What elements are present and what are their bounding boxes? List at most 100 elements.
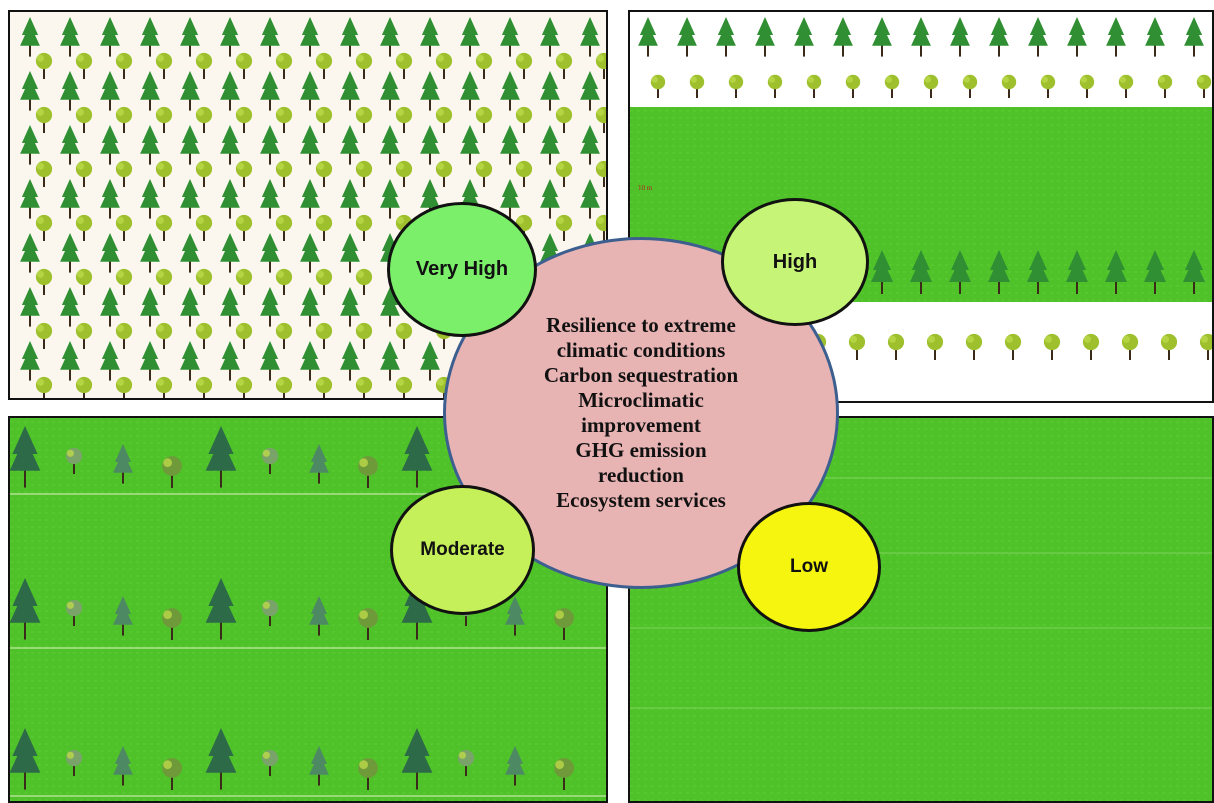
conifer-tree-icon (872, 17, 892, 57)
conifer-tree-icon (260, 341, 280, 381)
conifer-tree-icon (500, 179, 520, 219)
broadleaf-tree-icon (75, 160, 93, 187)
broadleaf-tree-icon (155, 376, 173, 398)
broadleaf-tree-icon (355, 214, 373, 241)
conifer-tree-icon (300, 341, 320, 381)
conifer-tree-icon (540, 179, 560, 219)
broadleaf-tree-icon (395, 160, 413, 187)
conifer-tree-icon (505, 596, 525, 636)
conifer-tree-icon (950, 17, 970, 57)
conifer-tree-icon (113, 746, 133, 786)
broadleaf-tree-icon (355, 376, 373, 398)
broadleaf-tree-icon (358, 608, 378, 640)
broadleaf-tree-icon (1001, 74, 1017, 98)
broadleaf-tree-icon (115, 52, 133, 79)
moderate-label: Moderate (420, 539, 505, 560)
broadleaf-tree-icon (315, 268, 333, 295)
broadleaf-tree-icon (195, 52, 213, 79)
broadleaf-tree-icon (275, 106, 293, 133)
conifer-tree-icon (220, 17, 240, 57)
conifer-tree-icon (401, 426, 433, 488)
broadleaf-tree-icon (235, 160, 253, 187)
conifer-tree-icon (1028, 17, 1048, 57)
conifer-tree-icon (260, 71, 280, 111)
conifer-tree-icon (60, 71, 80, 111)
tree-rows-with-crop-illustration: 10 m (630, 12, 1212, 401)
broadleaf-tree-icon (315, 376, 333, 398)
broadleaf-tree-icon (275, 376, 293, 398)
conifer-tree-icon (380, 287, 400, 327)
benefit-line: Ecosystem services (556, 488, 726, 512)
conifer-tree-icon (638, 17, 658, 57)
conifer-tree-icon (100, 71, 120, 111)
conifer-tree-icon (794, 17, 814, 57)
conifer-tree-icon (180, 125, 200, 165)
broadleaf-tree-icon (195, 376, 213, 398)
conifer-tree-icon (100, 233, 120, 273)
broadleaf-tree-icon (1040, 74, 1056, 98)
broadleaf-tree-icon (162, 758, 182, 790)
conifer-tree-icon (140, 125, 160, 165)
broadleaf-tree-icon (515, 52, 533, 79)
broadleaf-tree-icon (155, 106, 173, 133)
conifer-tree-icon (220, 179, 240, 219)
broadleaf-tree-icon (358, 758, 378, 790)
broadleaf-tree-icon (358, 456, 378, 488)
conifer-tree-icon (100, 179, 120, 219)
broadleaf-tree-icon (115, 268, 133, 295)
broadleaf-tree-icon (435, 160, 453, 187)
conifer-tree-icon (205, 578, 237, 640)
conifer-tree-icon (300, 233, 320, 273)
benefit-line: Resilience to extreme (546, 313, 736, 337)
conifer-tree-icon (140, 287, 160, 327)
broadleaf-tree-icon (35, 376, 53, 398)
conifer-tree-icon (340, 17, 360, 57)
very-high-badge: Very High (387, 202, 537, 337)
broadleaf-tree-icon (235, 376, 253, 398)
broadleaf-tree-icon (195, 268, 213, 295)
broadleaf-tree-icon (926, 333, 944, 360)
conifer-tree-icon (340, 341, 360, 381)
broadleaf-tree-icon (1079, 74, 1095, 98)
broadleaf-tree-icon (275, 322, 293, 349)
conifer-tree-icon (580, 179, 600, 219)
conifer-tree-icon (220, 125, 240, 165)
conifer-tree-icon (380, 71, 400, 111)
conifer-tree-icon (910, 250, 932, 294)
conifer-tree-icon (580, 125, 600, 165)
broadleaf-tree-icon (1121, 333, 1139, 360)
broadleaf-tree-icon (1199, 333, 1212, 360)
conifer-tree-icon (1067, 17, 1087, 57)
conifer-tree-icon (505, 746, 525, 786)
conifer-tree-icon (20, 125, 40, 165)
broadleaf-tree-icon (965, 333, 983, 360)
broadleaf-tree-icon (315, 52, 333, 79)
conifer-tree-icon (1144, 250, 1166, 294)
broadleaf-tree-icon (235, 214, 253, 241)
broadleaf-tree-icon (195, 106, 213, 133)
conifer-tree-icon (500, 125, 520, 165)
benefit-line: climatic conditions (556, 338, 726, 362)
broadleaf-tree-icon (395, 376, 413, 398)
conifer-tree-icon (10, 578, 41, 640)
conifer-tree-icon (833, 17, 853, 57)
conifer-tree-icon (380, 125, 400, 165)
conifer-tree-icon (1027, 250, 1049, 294)
benefit-line: reduction (598, 463, 684, 487)
broadleaf-tree-icon (65, 749, 83, 776)
conifer-tree-icon (220, 71, 240, 111)
broadleaf-tree-icon (155, 52, 173, 79)
broadleaf-tree-icon (235, 52, 253, 79)
low-label: Low (790, 556, 828, 577)
conifer-tree-icon (100, 17, 120, 57)
conifer-tree-icon (10, 426, 41, 488)
broadleaf-tree-icon (155, 214, 173, 241)
broadleaf-tree-icon (155, 268, 173, 295)
conifer-tree-icon (755, 17, 775, 57)
broadleaf-tree-icon (261, 749, 279, 776)
broadleaf-tree-icon (75, 268, 93, 295)
broadleaf-tree-icon (355, 106, 373, 133)
conifer-tree-icon (1145, 17, 1165, 57)
conifer-tree-icon (340, 287, 360, 327)
conifer-tree-icon (60, 287, 80, 327)
